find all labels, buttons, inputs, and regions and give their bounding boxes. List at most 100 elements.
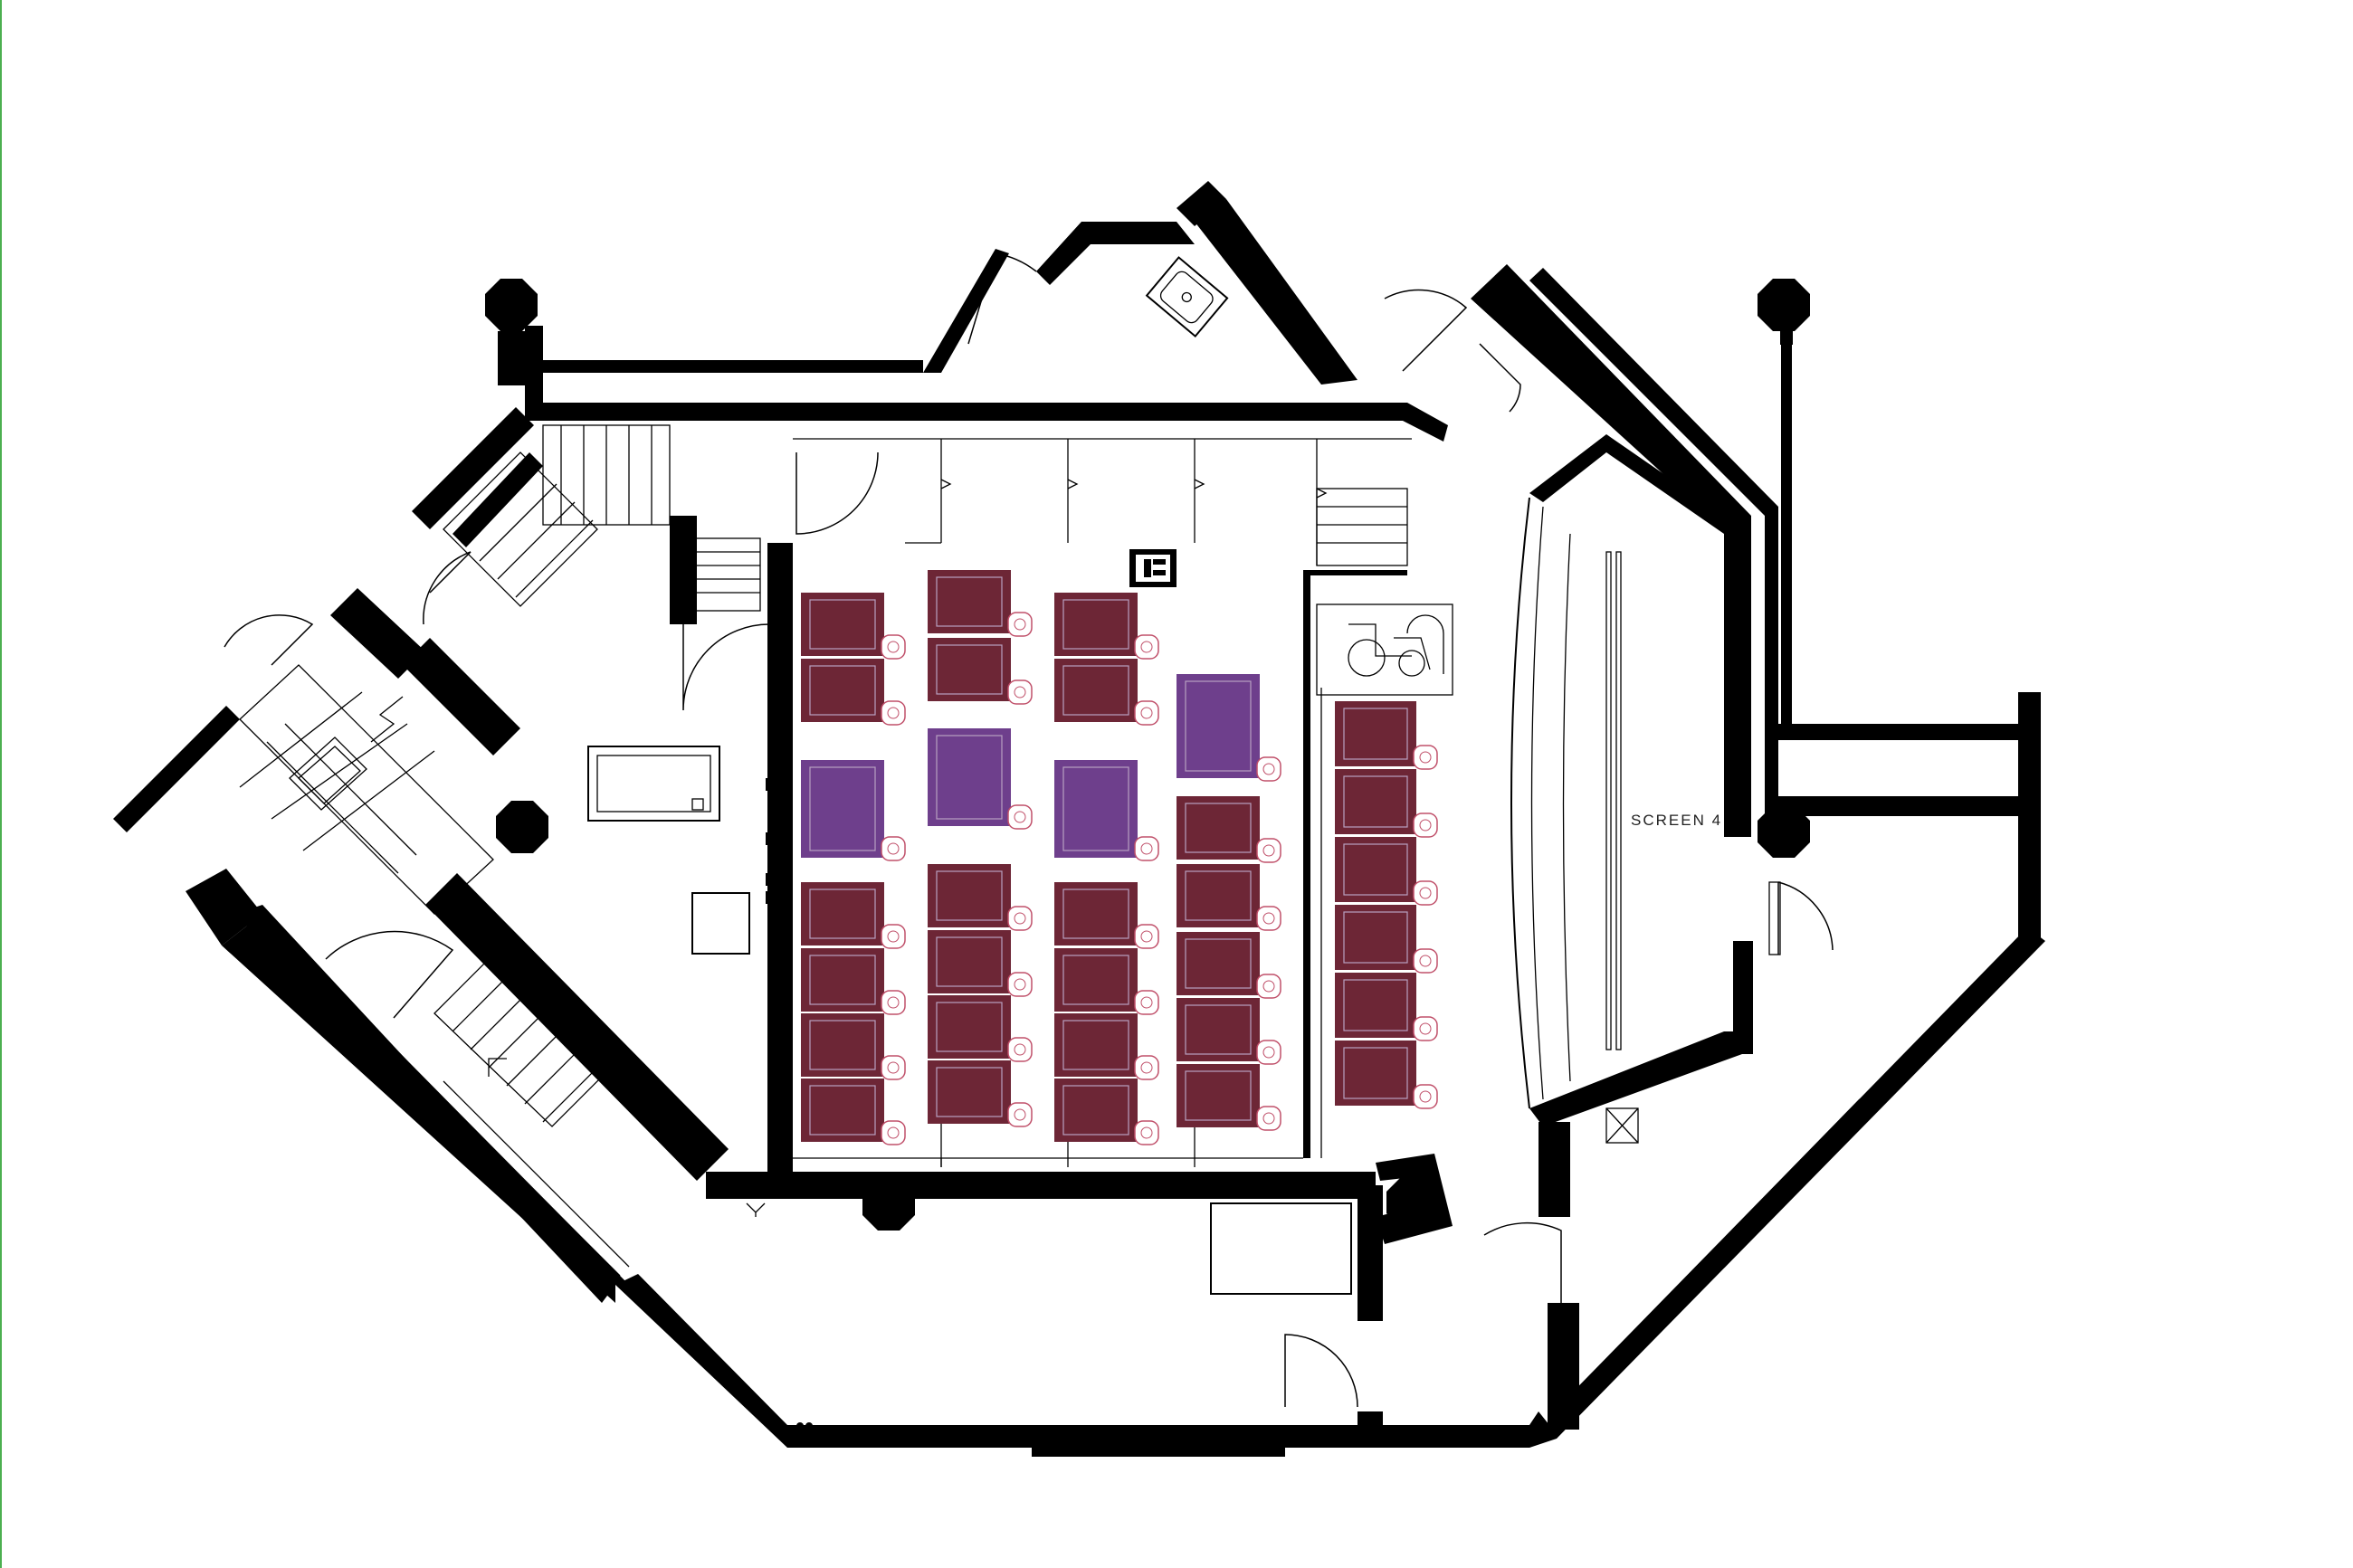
seat-column-1: [801, 593, 906, 1145]
cup-holder-icon: [1007, 679, 1033, 705]
seat[interactable]: [801, 593, 906, 660]
cup-holder-icon: [1256, 838, 1281, 863]
structural-columns: [485, 279, 1810, 1231]
column-icon: [862, 1178, 915, 1231]
screen-area: SCREEN 4: [1510, 497, 1722, 1109]
cup-holder-icon: [1256, 756, 1281, 782]
cup-holder-icon: [881, 924, 906, 949]
seat[interactable]: [1335, 905, 1438, 974]
cup-holder-icon: [1007, 804, 1033, 830]
seat-column-2: [928, 570, 1033, 1127]
seat[interactable]: [928, 995, 1033, 1062]
seat[interactable]: [1176, 998, 1281, 1065]
cup-holder-icon: [1007, 906, 1033, 931]
wide-seat[interactable]: [801, 760, 906, 861]
column-icon: [1758, 805, 1810, 858]
column-icon: [1386, 1176, 1439, 1229]
lift-icon: [370, 696, 404, 743]
sink-icon: [1145, 256, 1229, 338]
seating: [801, 570, 1438, 1145]
door-swing-icon: [224, 614, 314, 666]
wide-seat[interactable]: [1176, 674, 1281, 782]
seat[interactable]: [1335, 973, 1438, 1041]
seat[interactable]: [928, 864, 1033, 931]
seat[interactable]: [928, 930, 1033, 997]
cup-holder-icon: [881, 990, 906, 1015]
seat[interactable]: [1335, 1041, 1438, 1109]
seat-column-5: [1335, 701, 1438, 1109]
wide-seat[interactable]: [1054, 760, 1159, 861]
seat[interactable]: [801, 659, 906, 726]
cup-holder-icon: [881, 1120, 906, 1145]
cup-holder-icon: [881, 700, 906, 726]
seat[interactable]: [1054, 1013, 1159, 1080]
screen-label: SCREEN 4: [1631, 812, 1722, 829]
cup-holder-icon: [1007, 972, 1033, 997]
door-swing-icon: [967, 252, 1037, 345]
seat[interactable]: [1054, 659, 1159, 726]
cup-holder-icon: [1256, 906, 1281, 931]
cup-holder-icon: [1134, 836, 1159, 861]
outer-walls: [113, 181, 2045, 1457]
door-swing-icon: [1284, 1334, 1358, 1408]
column-icon: [1758, 279, 1810, 331]
seat[interactable]: [1335, 769, 1438, 838]
seat[interactable]: [1335, 837, 1438, 906]
seat[interactable]: [928, 1060, 1033, 1127]
doors: [224, 252, 1834, 1408]
auditorium-tiers: [793, 438, 1412, 1167]
door-swing-icon: [1777, 881, 1834, 955]
seat[interactable]: [928, 638, 1033, 705]
cup-holder-icon: [1007, 1102, 1033, 1127]
seat[interactable]: [801, 1013, 906, 1080]
door-swing-icon: [423, 551, 472, 625]
seat[interactable]: [1054, 1079, 1159, 1145]
door-swing-icon: [1483, 1221, 1562, 1303]
cup-holder-icon: [1413, 813, 1438, 838]
cup-holder-icon: [1134, 634, 1159, 660]
room-objects: [587, 256, 1639, 1430]
door-swing-icon: [1384, 289, 1468, 372]
cup-holder-icon: [1134, 990, 1159, 1015]
door-swing-icon: [1479, 343, 1521, 413]
cup-holder-icon: [1413, 1016, 1438, 1041]
seat[interactable]: [1335, 701, 1438, 770]
seat[interactable]: [1176, 864, 1281, 931]
cup-holder-icon: [1134, 924, 1159, 949]
seat[interactable]: [1176, 1064, 1281, 1131]
seat[interactable]: [801, 948, 906, 1015]
column-icon: [496, 801, 548, 853]
door-swing-icon: [682, 623, 770, 711]
seat[interactable]: [1176, 796, 1281, 863]
cup-holder-icon: [1007, 612, 1033, 637]
cup-holder-icon: [1134, 1055, 1159, 1080]
seat[interactable]: [928, 570, 1033, 637]
cup-holder-icon: [1134, 700, 1159, 726]
column-icon: [485, 279, 538, 331]
seat[interactable]: [1176, 932, 1281, 999]
cup-holder-icon: [1134, 1120, 1159, 1145]
seat[interactable]: [801, 882, 906, 949]
cup-holder-icon: [1256, 1106, 1281, 1131]
seat[interactable]: [1054, 593, 1159, 660]
cup-holder-icon: [881, 836, 906, 861]
cup-holder-icon: [1007, 1037, 1033, 1062]
seat-column-3: [1054, 593, 1159, 1145]
cup-holder-icon: [1413, 1084, 1438, 1109]
wheelchair-space-icon: [1316, 603, 1453, 696]
door-swing-icon: [795, 451, 879, 535]
seat[interactable]: [1054, 948, 1159, 1015]
cup-holder-icon: [1413, 745, 1438, 770]
seat[interactable]: [1054, 882, 1159, 949]
seat-column-4: [1176, 674, 1281, 1131]
seat[interactable]: [801, 1079, 906, 1145]
cup-holder-icon: [1256, 974, 1281, 999]
cup-holder-icon: [1256, 1040, 1281, 1065]
wide-seat[interactable]: [928, 728, 1033, 830]
left-stair-area: [239, 424, 1870, 1449]
cup-holder-icon: [881, 1055, 906, 1080]
cup-holder-icon: [881, 634, 906, 660]
cup-holder-icon: [1413, 880, 1438, 906]
door-swing-icon: [325, 930, 454, 1019]
